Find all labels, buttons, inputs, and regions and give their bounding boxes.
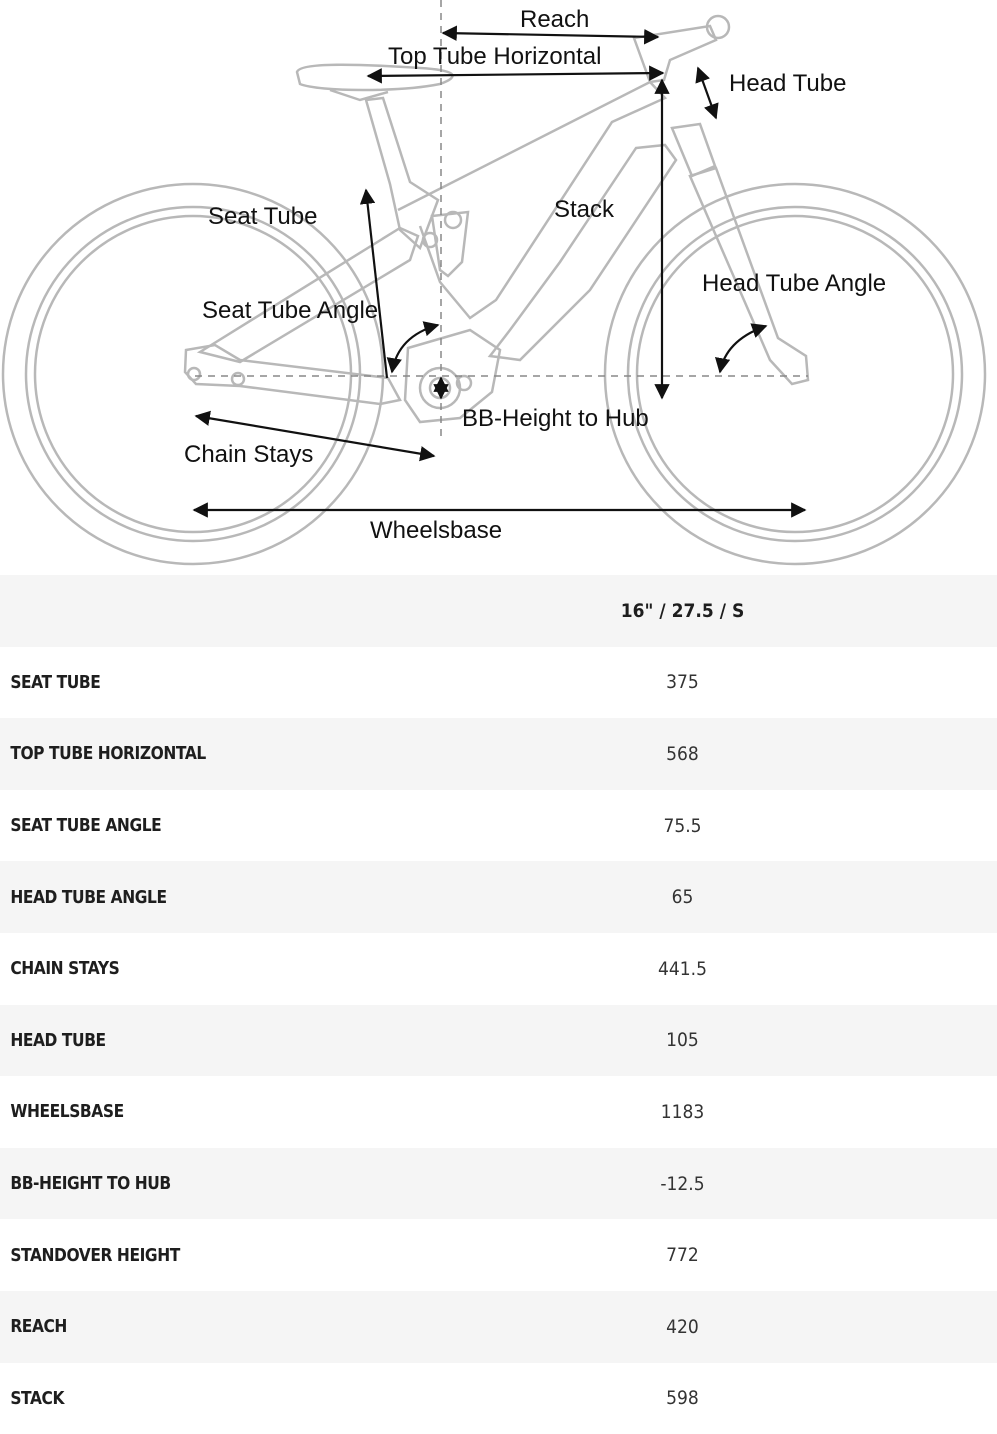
table-row: STACK 598 [0,1363,997,1434]
chain-stay [183,343,402,406]
front-wheel [603,182,987,566]
measurement-name: SEAT TUBE [10,671,101,693]
measurement-value: 375 [666,671,699,694]
measurement-value: 568 [666,742,699,765]
measurement-value: 772 [666,1244,699,1267]
table-row: WHEELSBASE 1183 [0,1076,997,1148]
reach-arrow [441,25,660,45]
seat-tube-angle-label: Seat Tube Angle [202,297,379,324]
measurement-value: 441.5 [658,957,707,980]
head-tube-arrow [695,66,719,120]
seat-tube-arrow [359,188,389,379]
measurement-value: 65 [671,886,694,909]
head-tube-angle-arc [714,323,768,374]
measurement-value: 1183 [660,1100,705,1123]
measurement-name: TOP TUBE HORIZONTAL [10,743,206,765]
seat-tube [364,96,440,251]
measurement-name: REACH [10,1316,67,1338]
table-row: SEAT TUBE 375 [0,647,997,719]
rear-wheel [1,182,385,566]
measurement-value: 75.5 [663,814,702,837]
table-row: TOP TUBE HORIZONTAL 568 [0,718,997,790]
measurement-name: STACK [10,1387,65,1409]
rear-shock [430,210,470,278]
bike-drawing [1,0,987,566]
fork [688,166,810,386]
motor [403,328,502,424]
measurement-name: HEAD TUBE ANGLE [10,886,167,908]
table-row: SEAT TUBE ANGLE 75.5 [0,790,997,862]
top-tube [397,80,668,320]
size-header: 16" / 27.5 / S [620,599,745,622]
chain-stays-arrow [194,410,436,462]
seat-tube-label: Seat Tube [208,203,318,230]
table-row: HEAD TUBE 105 [0,1004,997,1077]
bb-height-label: BB-Height to Hub [462,405,649,432]
stack-label: Stack [554,196,615,223]
table-row: REACH 420 [0,1290,997,1363]
table-row: HEAD TUBE ANGLE 65 [0,861,997,933]
measurement-value: 105 [666,1029,699,1052]
table-row: CHAIN STAYS 441.5 [0,933,997,1005]
measurement-name: CHAIN STAYS [10,958,120,980]
head-tube [670,122,717,178]
measurement-name: STANDOVER HEIGHT [10,1244,180,1266]
wheelsbase-label: Wheelsbase [370,517,503,544]
seat-stay [196,226,420,364]
chain-stays-label: Chain Stays [184,441,314,468]
table-header-row: 16" / 27.5 / S [0,575,997,647]
reach-label: Reach [520,6,590,33]
top-tube-arrow [366,65,665,84]
bike-geometry-diagram: Reach Top Tube Horizontal Head Tube Seat… [0,0,997,575]
measurement-value: -12.5 [660,1172,705,1195]
table-row: BB-HEIGHT TO HUB -12.5 [0,1147,997,1220]
top-tube-horizontal-label: Top Tube Horizontal [388,43,602,70]
table-row: STANDOVER HEIGHT 772 [0,1219,997,1291]
measurement-name: HEAD TUBE [10,1029,106,1051]
measurement-name: WHEELSBASE [10,1101,124,1123]
seat-tube-angle-arc [386,321,440,374]
measurement-value: 420 [666,1315,699,1338]
measurement-name: SEAT TUBE ANGLE [10,815,162,837]
measurement-value: 598 [666,1387,699,1410]
head-tube-label: Head Tube [729,70,847,97]
head-tube-angle-label: Head Tube Angle [702,270,887,297]
measurement-name: BB-HEIGHT TO HUB [10,1173,171,1195]
